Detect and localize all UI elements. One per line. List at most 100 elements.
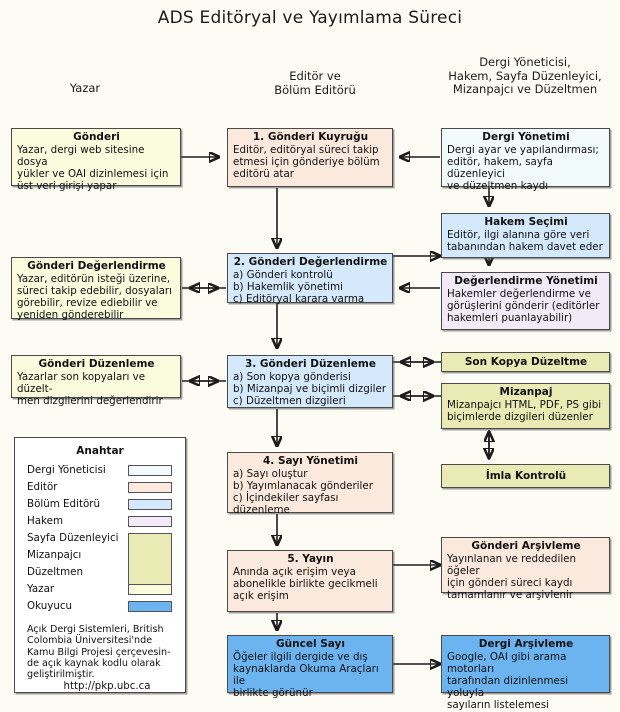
box-line: ve düzeltmen kaydı [447,180,549,193]
box-line: Editör, ilgi alanına göre veri [447,228,590,241]
box-line: tabanından hakem davet eder [447,240,603,253]
box-title: 3. Gönderi Düzenleme [244,358,376,370]
box-title: Güncel Sayı [276,638,345,650]
legend-item: Hakem [15,513,185,530]
box-line: b) Yayımlanacak gönderiler [233,479,373,492]
box-line: hakemleri puanlayabilir) [447,311,573,324]
box-line: biçimlerde dizgileri düzenler [447,410,593,423]
box-line: c) İçindekiler sayfası düzenleme [233,491,339,517]
box-line: kaynaklarda Okuma Araçları ile [233,662,379,687]
legend-item: Bölüm Editörü [15,496,185,513]
legend-item-label: Dergi Yöneticisi [27,464,106,476]
box-title: Dergi Arşivleme [478,638,574,650]
box-line: Editör, editöryal süreci takip [233,143,379,156]
box-line: a) Gönderi kontrolü [233,268,333,281]
box-line: editörü atar [233,167,294,180]
legend-item-label: Bölüm Editörü [27,498,101,510]
box-line: görebilir, revize ediebilir ve [17,296,158,309]
box-line: Yazar, dergi web sitesine dosya [17,143,145,168]
legend-color-swatch [128,601,172,612]
box-title: 1. Gönderi Kuyruğu [252,131,369,143]
box-title: Dergi Yönetimi [482,131,570,143]
legend-title: Anahtar [76,445,124,457]
box-line: süreci takip edebilir, dosyaları [17,284,172,297]
legend-item: Mizanpajcı [15,547,185,564]
column-header-author: Yazar [69,81,101,95]
box-title: Gönderi Değerlendirme [27,260,166,272]
box-title: 2. Gönderi Değerlendirme [233,256,388,268]
box-line: için gönderi süreci kaydı [447,576,573,589]
box-title: 5. Yayın [287,553,334,565]
box-title: 4. Sayı Yönetimi [263,455,358,467]
legend-item: Dergi Yöneticisi [15,462,185,479]
box-line: Google, OAI gibi arama motorları [447,650,567,675]
box-line: abonelikle birlikte gecikmeli [233,577,378,590]
box-line: yükler ve OAI dizinlemesi için [17,167,169,180]
legend-item: Sayfa Düzenleyici [15,530,185,590]
legend-color-swatch [128,533,172,590]
box-line: görüşlerini gönderir (editörler [447,299,600,312]
legend-item: Editör [15,479,185,496]
box-title: Değerlendirme Yönetimi [454,275,598,287]
column-header-staff: Dergi Yöneticisi,Hakem, Sayfa Düzenleyic… [448,55,602,96]
box-son-kopya-duzeltme[interactable]: Son Kopya Düzeltme [441,352,610,372]
legend-item: Düzeltmen [15,564,185,581]
box-line: Yazarlar son kopyaları ve düzelt- [17,370,146,395]
box-line: Yayınlanan ve reddedilen öğeler [447,552,577,577]
box-title: İmla Kontrolü [485,469,567,482]
box-line: tamamlanır ve arşivlenir [447,589,574,602]
box-line: Anında açık erişim veya [233,565,356,578]
box-line: etmesi için gönderiye bölüm [233,155,380,168]
legend-item-label: Düzeltmen [27,566,83,578]
box-line: a) Son kopya gönderisi [233,370,351,383]
legend-color-swatch [128,482,172,493]
legend-item-label: Sayfa Düzenleyici [27,532,119,544]
legend-item-label: Yazar [27,583,55,595]
box-line: tarafından dizinlenmesi yoluyla [447,674,569,700]
box-line: Dergi ayar ve yapılandırması; [447,143,599,156]
box-line: editör, hakem, sayfa düzenleyici [447,155,553,180]
legend-color-swatch [128,516,172,527]
box-line: Hakemler değerlendirme ve [447,287,591,300]
box-line: a) Sayı oluştur [233,467,308,480]
box-line: sayıların listelemesi [447,699,549,712]
box-title: Hakem Seçimi [484,216,568,228]
box-line: c) Düzeltmen dizgileri [233,394,346,407]
page-title: ADS Editöryal ve Yayımlama Süreci [157,8,463,28]
box-line: Öğeler ilgili dergide ve dış [233,650,368,663]
legend-item-label: Okuyucu [27,600,73,612]
legend-url: http://pkp.ubc.ca [63,681,151,693]
legend-color-swatch [128,499,172,510]
box-line: men dizgilerini değerlendirir [17,394,163,407]
box-line: Yazar, editörün isteği üzerine, [17,272,171,285]
box-title: Gönderi Düzenleme [38,358,155,370]
legend-item-label: Mizanpajcı [27,549,82,561]
box-title: Gönderi Arşivleme [471,540,581,552]
box-line: b) Hakemlik yönetimi [233,280,343,293]
box-title: Gönderi [73,131,120,143]
legend-item: Okuyucu [15,598,185,615]
box-imla-kontrolu[interactable]: İmla Kontrolü [441,464,610,488]
legend-color-swatch [128,584,172,595]
box-line: b) Mizanpaj ve biçimli dizgiler [233,382,387,395]
box-line: c) Editöryal karara varma [233,292,365,305]
